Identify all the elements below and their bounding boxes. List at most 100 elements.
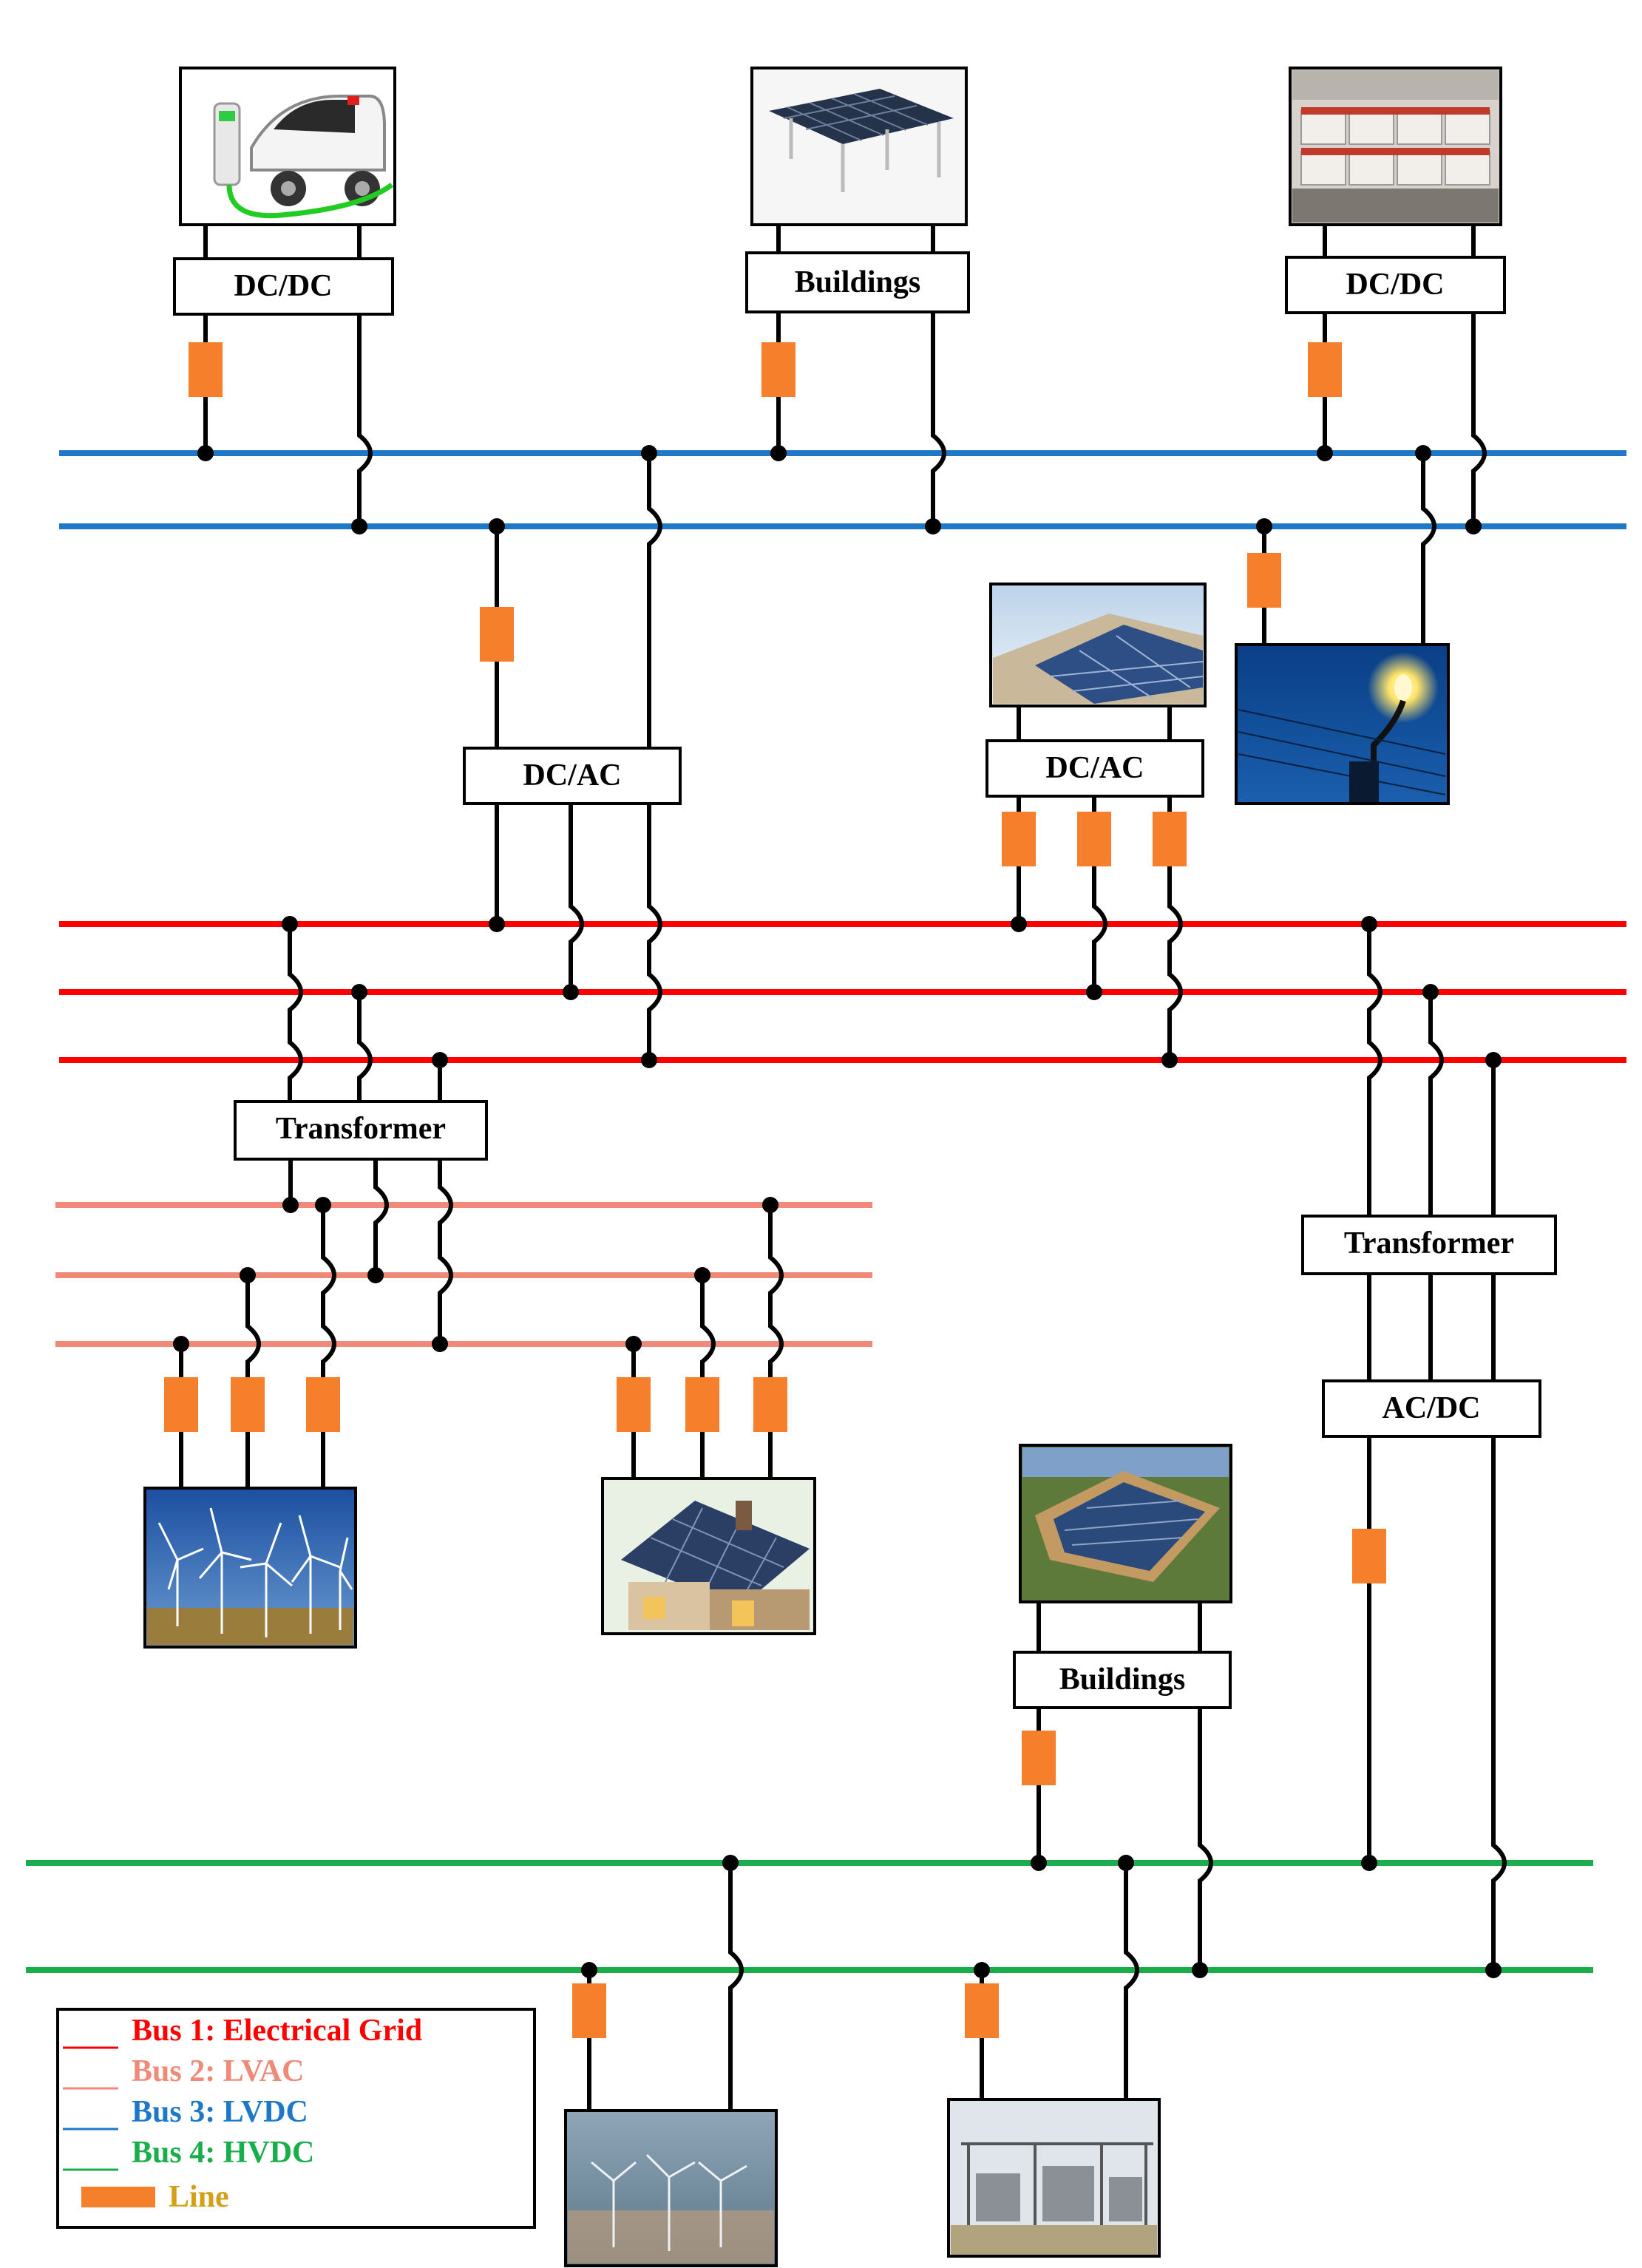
junction-dot — [641, 445, 657, 461]
ev-charging-icon — [179, 67, 396, 226]
junction-dot — [762, 1197, 778, 1213]
buildings-top-label: Buildings — [795, 265, 920, 299]
legend-bus4-label: Bus 4: HVDC — [132, 2136, 314, 2170]
line-segment — [231, 1377, 265, 1432]
junction-dot — [1086, 984, 1102, 1000]
junction-dot — [351, 518, 367, 534]
connection-wire — [1198, 1708, 1213, 1970]
junction-dot — [925, 518, 941, 534]
connection-wire — [1428, 992, 1444, 1216]
junction-dot — [641, 1052, 657, 1068]
dcac-center-box: DC/AC — [463, 747, 682, 805]
junction-dot — [1422, 984, 1439, 1000]
connection-wire — [357, 314, 373, 526]
dcdc-battery-box: DC/DC — [1285, 256, 1506, 314]
connection-wire — [569, 804, 584, 992]
connection-wire — [321, 1205, 336, 1488]
aerial-solar-park-icon — [1019, 1444, 1232, 1603]
buildings-top-box: Buildings — [745, 251, 970, 313]
junction-dot — [625, 1336, 642, 1352]
solar-house-icon — [601, 1477, 816, 1635]
solar-field-icon — [989, 583, 1207, 707]
legend-line-swatch — [81, 2187, 155, 2207]
connection-wire — [700, 1275, 716, 1478]
connection-wire — [647, 453, 662, 748]
street-light-icon — [1235, 643, 1450, 805]
junction-dot — [173, 1336, 189, 1352]
junction-dot — [1465, 518, 1482, 534]
junction-dot — [1361, 1855, 1377, 1871]
line-segment — [1022, 1731, 1056, 1785]
transformer-right-box: Transformer — [1301, 1215, 1557, 1275]
legend: Bus 1: Electrical Grid Bus 2: LVAC Bus 3… — [56, 2008, 536, 2229]
junction-dot — [315, 1197, 331, 1213]
transformer-right-label: Transformer — [1344, 1226, 1514, 1260]
junction-dot — [1118, 1855, 1134, 1871]
junction-dot — [722, 1855, 739, 1871]
line-segment — [761, 342, 795, 397]
buses — [26, 450, 1626, 1973]
line-segment — [189, 342, 223, 397]
junction-dot — [1361, 916, 1377, 932]
junction-dot — [489, 916, 505, 932]
junction-dot — [1192, 1962, 1208, 1978]
substation-icon — [947, 2098, 1161, 2258]
transformer-left-label: Transformer — [276, 1112, 446, 1146]
connection-wire — [373, 1159, 389, 1275]
junction-dot — [770, 445, 787, 461]
junction-dot — [351, 984, 367, 1000]
dcdc-battery-label: DC/DC — [1346, 268, 1445, 302]
junction-dot — [974, 1962, 990, 1978]
connection-wire — [1491, 1436, 1507, 1970]
junction-dot — [1415, 445, 1431, 461]
line-segment — [1247, 553, 1281, 608]
dcdc-ev-label: DC/DC — [234, 269, 333, 303]
junction-dot — [282, 1197, 299, 1213]
dcac-center-label: DC/AC — [523, 758, 622, 792]
junction-dot — [1256, 518, 1272, 534]
connection-wire — [245, 1275, 261, 1488]
connection-wire — [1367, 924, 1383, 1216]
connection-wire — [1421, 453, 1436, 645]
connection-wire — [768, 1205, 784, 1478]
connection-wire — [1471, 313, 1487, 526]
legend-bus3-label: Bus 3: LVDC — [132, 2095, 308, 2129]
connection-wire — [728, 1863, 744, 2111]
line-segment — [685, 1377, 719, 1432]
legend-line-label: Line — [169, 2180, 229, 2214]
line-segment — [1002, 812, 1036, 866]
dcdc-ev-box: DC/DC — [173, 257, 394, 316]
junction-dot — [367, 1267, 384, 1283]
wires — [173, 225, 1507, 2111]
dcac-solar-label: DC/AC — [1046, 751, 1144, 785]
junction-dot — [1031, 1855, 1047, 1871]
legend-bus1-label: Bus 1: Electrical Grid — [132, 2014, 422, 2048]
junction-dot — [432, 1052, 448, 1068]
line-segment — [617, 1377, 651, 1432]
junction-dot — [1161, 1052, 1178, 1068]
junction-dot — [1485, 1962, 1502, 1978]
junction-dot — [282, 916, 298, 932]
connection-wire — [288, 924, 303, 1101]
junction-dot — [1317, 445, 1333, 461]
connection-wire — [1124, 1863, 1139, 2099]
acdc-box: AC/DC — [1322, 1379, 1541, 1438]
junction-dot — [240, 1267, 256, 1283]
junction-dot — [581, 1962, 597, 1978]
legend-bus2-label: Bus 2: LVAC — [132, 2054, 304, 2088]
dcac-solar-box: DC/AC — [985, 739, 1204, 798]
buildings-bottom-box: Buildings — [1013, 1651, 1232, 1709]
junction-dot — [197, 445, 214, 461]
connection-wire — [1167, 796, 1183, 1060]
line-segment — [1077, 812, 1111, 866]
wind-farm-icon — [143, 1487, 357, 1649]
junction-dot — [1011, 916, 1027, 932]
buildings-bottom-label: Buildings — [1059, 1663, 1185, 1697]
line-segment — [753, 1377, 787, 1432]
junction-dot — [489, 518, 505, 534]
line-segment — [306, 1377, 340, 1432]
line-segment — [572, 1983, 606, 2038]
junction-dot — [432, 1336, 448, 1352]
junction-dot — [694, 1267, 710, 1283]
